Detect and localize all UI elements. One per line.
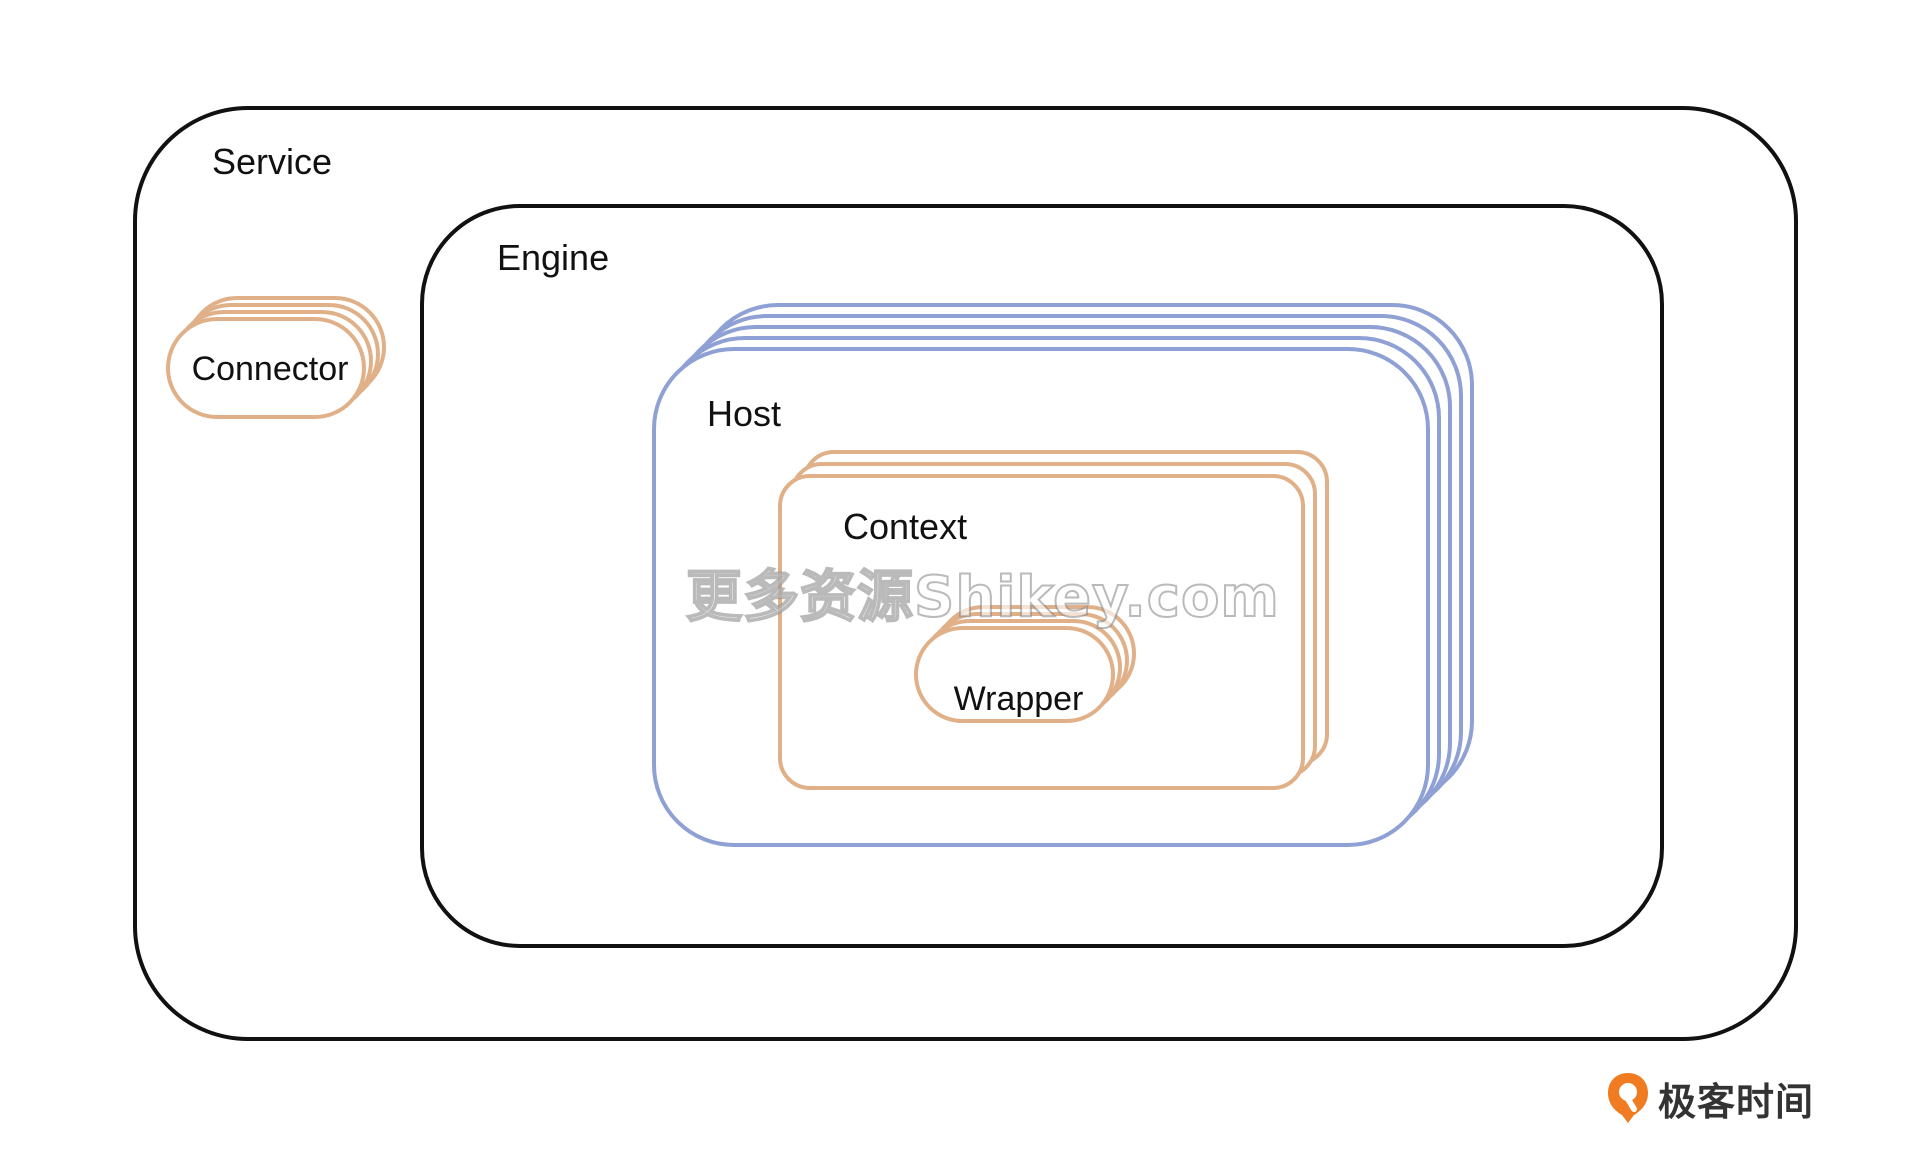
connector-stack: Connector: [166, 296, 388, 420]
watermark-text: 更多资源Shikey.com: [685, 564, 1280, 631]
brand-name: 极客时间: [1658, 1079, 1815, 1124]
context-label: Context: [843, 506, 968, 547]
engine-label: Engine: [497, 237, 610, 278]
host-label: Host: [707, 393, 782, 434]
wrapper-front-layer: Wrapper: [914, 626, 1115, 723]
wrapper-stack: Wrapper: [914, 605, 1136, 723]
brand-logo: 极客时间: [1606, 1071, 1814, 1125]
connector-front-layer: Connector: [166, 317, 366, 419]
geektime-logo-icon: [1608, 1073, 1648, 1123]
wrapper-label: Wrapper: [953, 680, 1084, 718]
service-label: Service: [212, 141, 333, 182]
connector-label: Connector: [191, 350, 349, 388]
